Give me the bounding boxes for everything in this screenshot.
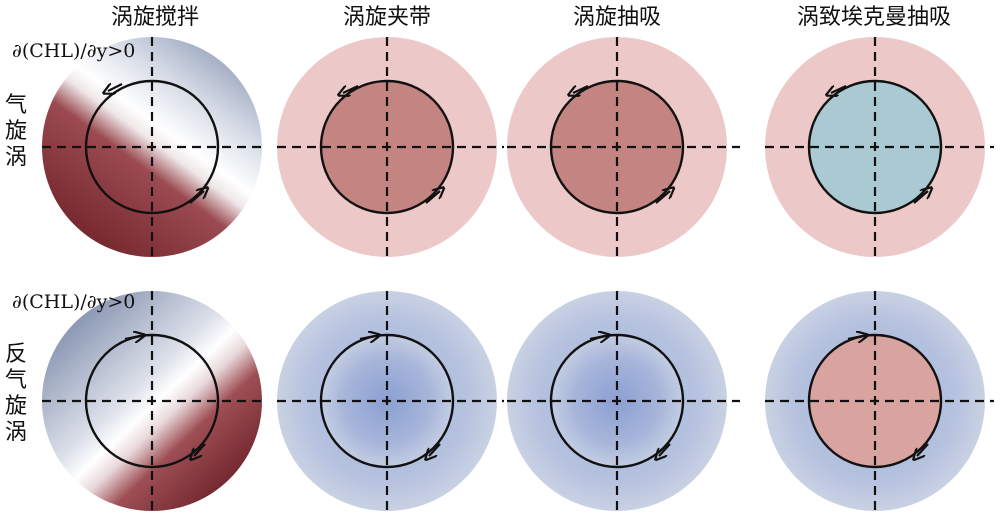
column-title-pumping: 涡旋抽吸: [573, 5, 661, 30]
row-label-char: 反: [5, 342, 27, 367]
row-label-char: 涡: [5, 420, 27, 445]
rotation-arrow: [343, 85, 359, 93]
column-title-stirring: 涡旋搅拌: [111, 5, 199, 30]
rotation-arrow: [847, 336, 863, 339]
rotation-arrow: [194, 443, 206, 456]
panel-anticyclone-pumping: [507, 291, 740, 516]
row-label-char: 涡: [5, 145, 27, 170]
panel-anticyclone-stirring: [42, 291, 262, 516]
rotation-arrow: [573, 85, 589, 93]
rotation-arrow: [189, 191, 204, 204]
row-label-char: 气: [5, 93, 27, 118]
gradient-label-cyclone: ∂(CHL)/∂y>0: [12, 40, 135, 62]
rotation-arrow: [429, 443, 441, 456]
rotation-arrow: [913, 191, 928, 204]
rotation-arrow: [917, 443, 929, 456]
panel-anticyclone-trapping: [277, 291, 504, 516]
row-label-char: 气: [5, 368, 27, 393]
panel-cyclone-stirring: [42, 37, 262, 262]
gradient-label-anticyclone: ∂(CHL)/∂y>0: [12, 291, 135, 313]
panel-cyclone-ekman-pumping: [765, 37, 994, 262]
row-label-char: 旋: [5, 119, 27, 144]
eddy-core-outline: [84, 333, 220, 469]
rotation-arrow: [589, 336, 605, 339]
rotation-arrow: [831, 85, 847, 93]
column-title-ekman-pumping: 涡致埃克曼抽吸: [797, 5, 951, 30]
row-label-char: 旋: [5, 394, 27, 419]
rotation-arrow: [108, 84, 123, 91]
panel-cyclone-trapping: [277, 37, 504, 262]
panel-cyclone-pumping: [507, 37, 740, 262]
rotation-arrow: [359, 336, 375, 339]
rotation-arrow: [655, 191, 670, 204]
rotation-arrow: [659, 443, 671, 456]
rotation-arrow: [425, 191, 440, 204]
eddy-core-outline: [84, 79, 220, 215]
row-label-anticyclone: 反 气 旋 涡: [5, 342, 27, 445]
column-title-trapping: 涡旋夹带: [343, 5, 431, 30]
row-label-cyclone: 气 旋 涡: [5, 93, 27, 170]
panel-anticyclone-ekman-pumping: [765, 291, 994, 516]
rotation-arrow: [124, 336, 140, 339]
